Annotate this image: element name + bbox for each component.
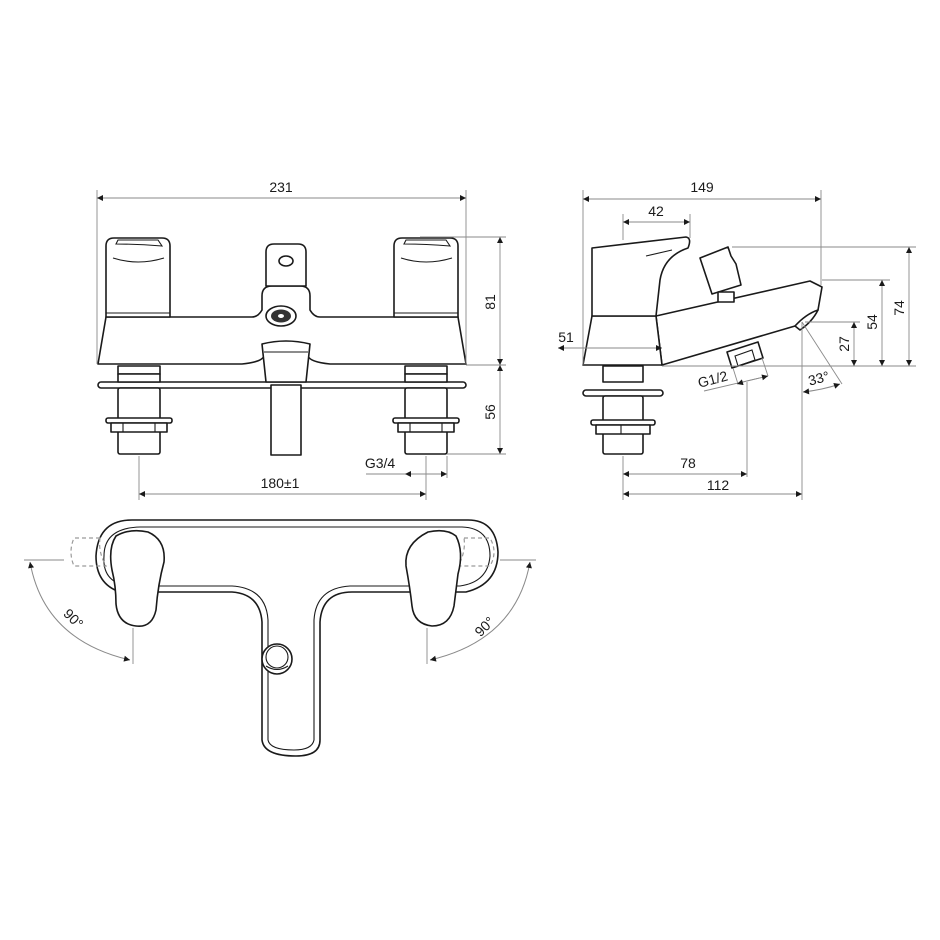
dim-below-deck: 56 — [482, 404, 498, 420]
right-handle-rotated-ghost — [456, 537, 495, 567]
front-view: 231 81 56 180±1 G3/4 — [96, 179, 506, 500]
plan-view: 90° 90° — [24, 519, 536, 757]
side-base — [582, 315, 663, 366]
dim-body-height-side: 54 — [864, 314, 880, 330]
front-dimensions: 231 81 56 180±1 G3/4 — [96, 179, 506, 500]
dim-outlet-thread: G1/2 — [696, 367, 730, 390]
dim-handle-depth: 42 — [648, 203, 664, 219]
left-handle-rotated-ghost — [70, 537, 108, 567]
plan-left-lever — [109, 529, 165, 627]
dim-spout-projection: 112 — [707, 477, 730, 493]
dim-base-width: 51 — [558, 329, 574, 345]
shower-holder — [699, 246, 742, 295]
right-tail-pipe — [392, 365, 460, 455]
hose-outlet — [270, 384, 302, 456]
dim-overall-height: 74 — [891, 300, 907, 316]
dim-overall-depth: 149 — [690, 179, 714, 195]
dim-centres: 180±1 — [261, 475, 300, 491]
side-lever-handle — [591, 236, 691, 317]
plan-diverter-knob — [261, 643, 293, 675]
left-handle — [105, 237, 171, 318]
plan-right-lever — [405, 529, 462, 627]
left-tail-pipe — [105, 365, 173, 455]
outlet-fitting — [726, 341, 764, 369]
side-dimensions: 149 42 51 27 54 74 G1/2 — [558, 179, 916, 500]
dim-right-rotation: 90° — [471, 613, 497, 639]
dim-body-height: 81 — [482, 294, 498, 310]
side-tail-pipe — [582, 365, 664, 455]
dim-spout-angle: 33° — [806, 368, 831, 389]
side-view: 149 42 51 27 54 74 G1/2 — [558, 179, 916, 500]
dim-outlet-offset: 78 — [680, 455, 696, 471]
dim-overall-width: 231 — [269, 179, 293, 195]
right-handle — [393, 237, 459, 318]
spout-collar — [261, 340, 311, 383]
dim-inlet-thread: G3/4 — [365, 455, 396, 471]
dim-spout-height: 27 — [836, 336, 852, 352]
